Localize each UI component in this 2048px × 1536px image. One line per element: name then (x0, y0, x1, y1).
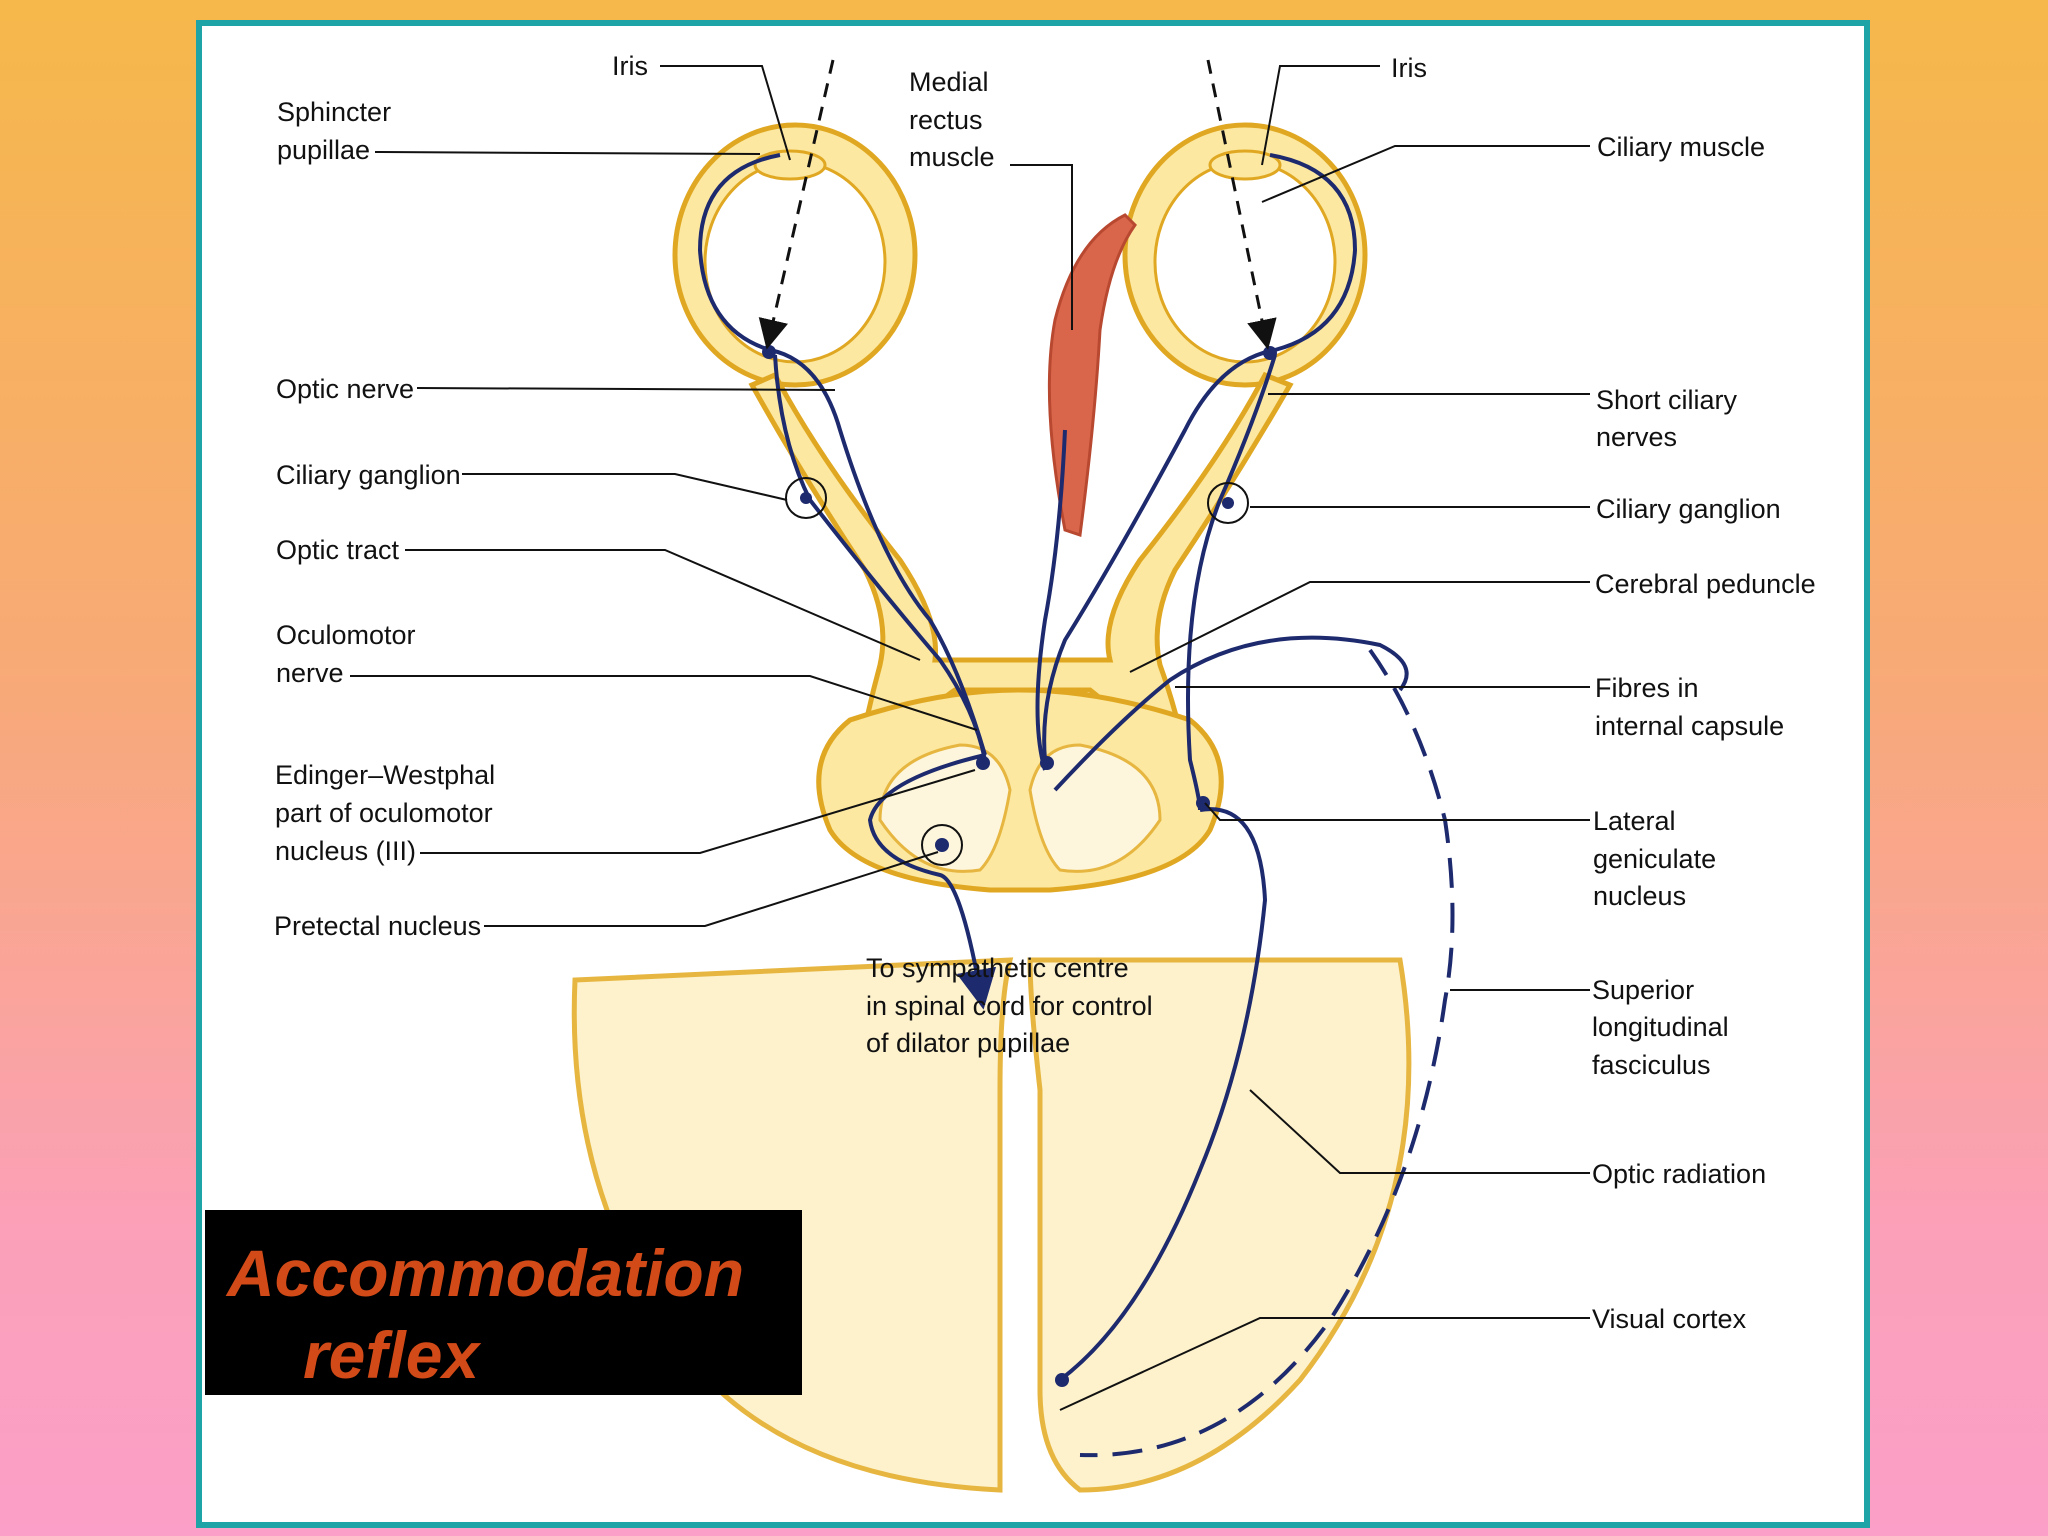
label-sympathetic-2: in spinal cord for control (866, 991, 1153, 1021)
afferent-pathway-left-eye (697, 153, 987, 756)
retina-dot-right (1263, 346, 1277, 360)
label-ew-3: nucleus (III) (275, 836, 416, 866)
midbrain (816, 687, 1224, 893)
label-visual-cortex: Visual cortex (1592, 1304, 1747, 1334)
label-ew-2: part of oculomotor (275, 798, 493, 828)
label-ciliary-ganglion-right: Ciliary ganglion (1596, 494, 1781, 524)
diagram-labels: Iris Sphincter pupillae Medial rectus mu… (274, 51, 1816, 1334)
label-short-ciliary-1: Short ciliary (1596, 385, 1738, 415)
title-line-2: reflex (303, 1318, 480, 1392)
title-box: Accommodation reflex (205, 1210, 802, 1395)
label-iris-right: Iris (1391, 53, 1427, 83)
label-slf-3: fasciculus (1592, 1050, 1711, 1080)
label-slf-2: longitudinal (1592, 1012, 1729, 1042)
label-iris-left: Iris (612, 51, 648, 81)
label-lgn-1: Lateral (1593, 806, 1676, 836)
label-medial-3: muscle (909, 142, 995, 172)
label-ciliary-ganglion-left: Ciliary ganglion (276, 460, 461, 490)
label-lgn-3: nucleus (1593, 881, 1686, 911)
label-oculomotor-1: Oculomotor (276, 620, 416, 650)
label-optic-nerve: Optic nerve (276, 374, 414, 404)
label-ciliary-muscle: Ciliary muscle (1597, 132, 1765, 162)
label-slf-1: Superior (1592, 975, 1694, 1005)
oculomotor-nucleus-dot (1040, 756, 1054, 770)
label-ew-1: Edinger–Westphal (275, 760, 495, 790)
label-oculomotor-2: nerve (276, 658, 344, 688)
label-sphincter-2: pupillae (277, 135, 370, 165)
occipital-lobe-right (1027, 957, 1412, 1493)
label-sympathetic-1: To sympathetic centre (866, 953, 1129, 983)
visual-cortex-dot (1055, 1373, 1069, 1387)
label-pretectal: Pretectal nucleus (274, 911, 481, 941)
ciliary-nerve-left (773, 354, 987, 761)
label-fibres-1: Fibres in (1595, 673, 1699, 703)
label-optic-radiation: Optic radiation (1592, 1159, 1766, 1189)
optic-radiation (1058, 807, 1268, 1382)
lateral-geniculate-pathway (1186, 354, 1277, 811)
label-short-ciliary-2: nerves (1596, 422, 1677, 452)
superior-longitudinal-fasciculus (1079, 648, 1455, 1458)
label-sympathetic-3: of dilator pupillae (866, 1028, 1070, 1058)
label-sphincter-1: Sphincter (277, 97, 391, 127)
label-lgn-2: geniculate (1593, 844, 1716, 874)
lateral-geniculate-dot (1196, 796, 1210, 810)
ciliary-ganglion-right (1207, 482, 1249, 524)
label-medial-2: rectus (909, 105, 983, 135)
label-optic-tract: Optic tract (276, 535, 400, 565)
efferent-pathway-left (867, 753, 997, 1010)
ciliary-ganglion-left (785, 477, 827, 519)
right-eyeball (1122, 122, 1368, 388)
label-cerebral-peduncle: Cerebral peduncle (1595, 569, 1816, 599)
left-eyeball (672, 122, 918, 388)
retina-dot-left (762, 345, 776, 359)
medial-rectus-nerve (1035, 429, 1067, 771)
title-line-1: Accommodation (227, 1236, 745, 1310)
edinger-westphal-nucleus-dot (976, 756, 990, 770)
label-medial-1: Medial (909, 67, 989, 97)
leader-lines (350, 65, 1590, 1411)
medial-rectus-muscle (1047, 213, 1137, 537)
pretectal-nucleus-dot (921, 824, 963, 866)
afferent-pathway-right-eye (1042, 153, 1358, 761)
label-fibres-2: internal capsule (1595, 711, 1784, 741)
internal-capsule-fibre (1053, 635, 1409, 792)
